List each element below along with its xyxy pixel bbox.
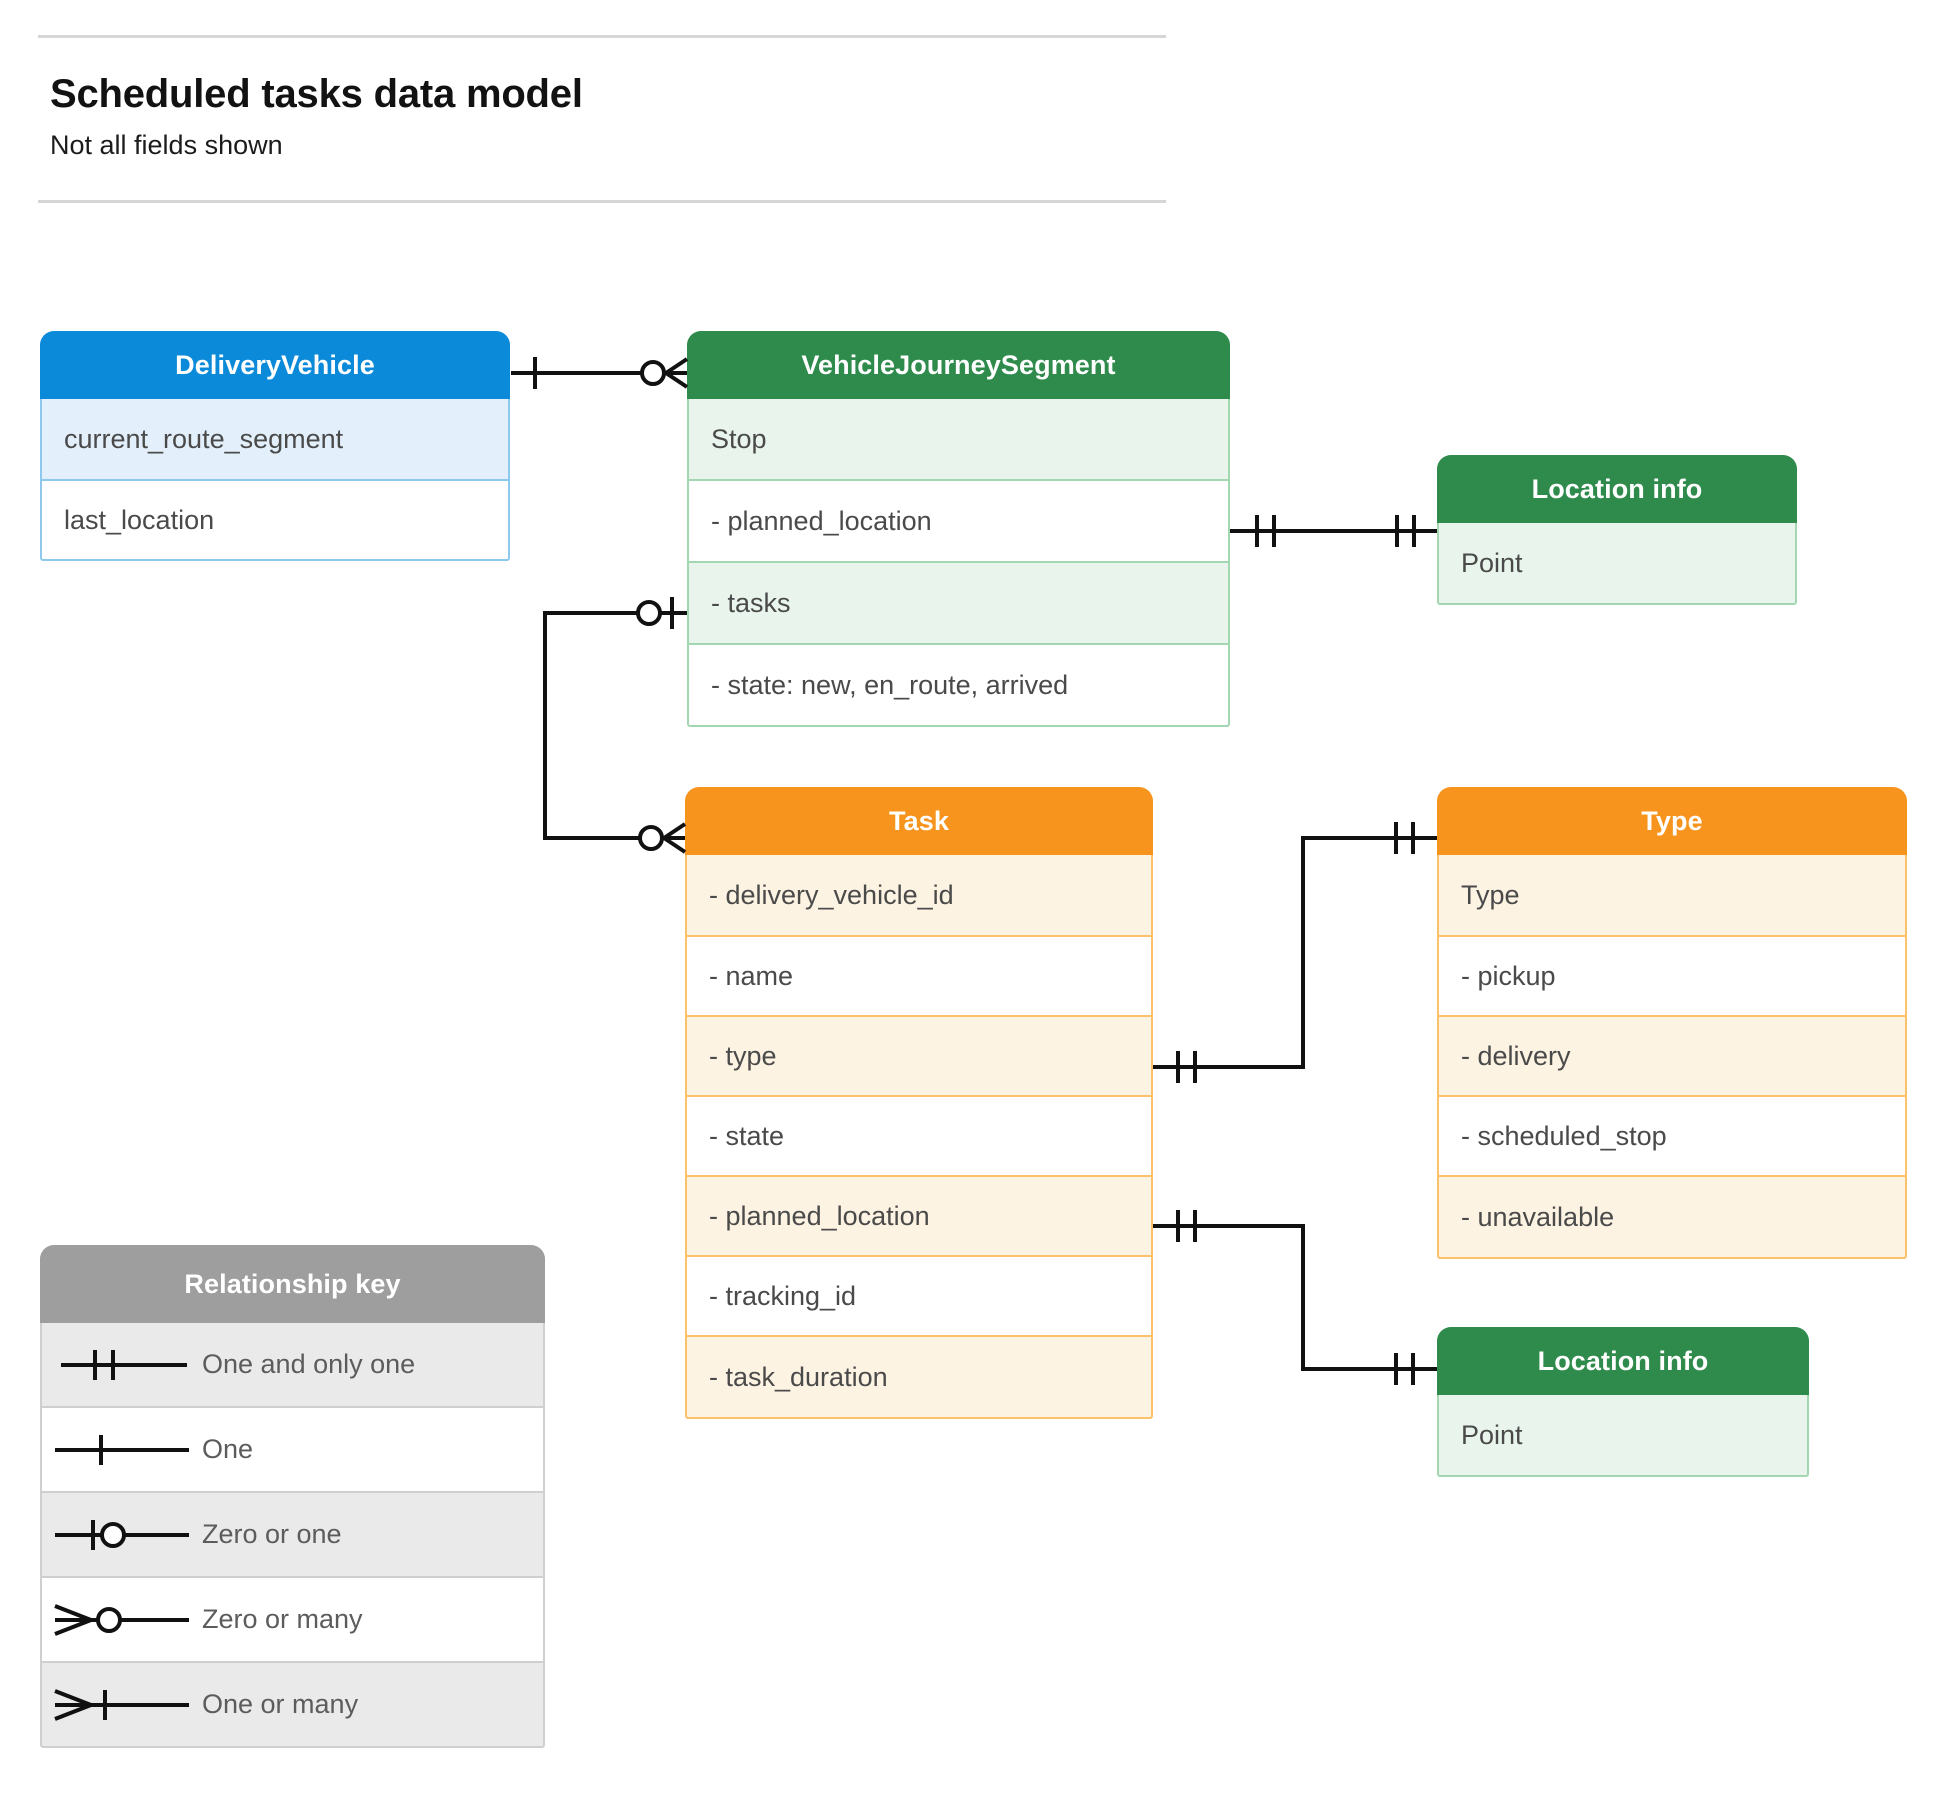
connector-task-type-type: [1153, 822, 1437, 1083]
entity-row: last_location: [40, 481, 510, 561]
header-divider-bottom: [38, 200, 1166, 203]
entity-row: - name: [685, 937, 1153, 1017]
header-divider-top: [38, 35, 1166, 38]
entity-title-type: Type: [1437, 787, 1907, 855]
entity-row: - task_duration: [685, 1337, 1153, 1419]
connector-task-plannedlocation-locationinfo: [1153, 1210, 1437, 1385]
entity-task[interactable]: Task - delivery_vehicle_id - name - type…: [685, 787, 1153, 1419]
entity-row: - type: [685, 1017, 1153, 1097]
page-title: Scheduled tasks data model: [50, 72, 583, 116]
entity-row: - pickup: [1437, 937, 1907, 1017]
entity-type[interactable]: Type Type - pickup - delivery - schedule…: [1437, 787, 1907, 1259]
entity-delivery-vehicle[interactable]: DeliveryVehicle current_route_segment la…: [40, 331, 510, 561]
entity-row: - planned_location: [685, 1177, 1153, 1257]
entity-title-task: Task: [685, 787, 1153, 855]
one-and-only-one-icon: [42, 1345, 202, 1385]
connector-vjs-plannedlocation-locationinfo: [1230, 515, 1437, 547]
entity-title-delivery-vehicle: DeliveryVehicle: [40, 331, 510, 399]
legend-item: One: [40, 1408, 545, 1493]
legend-item-label: Zero or one: [202, 1519, 342, 1549]
entity-row: - scheduled_stop: [1437, 1097, 1907, 1177]
legend-item: One or many: [40, 1663, 545, 1748]
legend-item: Zero or many: [40, 1578, 545, 1663]
entity-row: Point: [1437, 523, 1797, 605]
entity-row: - delivery: [1437, 1017, 1907, 1097]
one-icon: [42, 1430, 202, 1470]
connector-deliveryvehicle-vehiclejourneysegment: [511, 357, 689, 389]
page-subtitle: Not all fields shown: [50, 130, 283, 160]
connector-vjs-tasks-task: [543, 597, 687, 854]
legend-item-label: One and only one: [202, 1349, 416, 1379]
legend-item: One and only one: [40, 1323, 545, 1408]
entity-title-vehicle-journey-segment: VehicleJourneySegment: [687, 331, 1230, 399]
zero-or-many-icon: [42, 1600, 202, 1640]
legend-item-label: One: [202, 1434, 254, 1464]
entity-row: Type: [1437, 855, 1907, 937]
legend-item-label: One or many: [202, 1689, 359, 1719]
entity-row: - state: [685, 1097, 1153, 1177]
relationship-key-legend: Relationship key One and only one One: [40, 1245, 545, 1748]
entity-row: Point: [1437, 1395, 1809, 1477]
legend-title: Relationship key: [40, 1245, 545, 1323]
entity-row: Stop: [687, 399, 1230, 481]
entity-row: - state: new, en_route, arrived: [687, 645, 1230, 727]
legend-item-label: Zero or many: [202, 1604, 363, 1634]
entity-row: - tasks: [687, 563, 1230, 645]
legend-item: Zero or one: [40, 1493, 545, 1578]
one-or-many-icon: [42, 1685, 202, 1725]
entity-title-location-info: Location info: [1437, 455, 1797, 523]
entity-vehicle-journey-segment[interactable]: VehicleJourneySegment Stop - planned_loc…: [687, 331, 1230, 727]
entity-row: - unavailable: [1437, 1177, 1907, 1259]
entity-row: - delivery_vehicle_id: [685, 855, 1153, 937]
entity-location-info-top[interactable]: Location info Point: [1437, 455, 1797, 605]
zero-or-one-icon: [42, 1515, 202, 1555]
entity-location-info-bottom[interactable]: Location info Point: [1437, 1327, 1809, 1477]
entity-row: - tracking_id: [685, 1257, 1153, 1337]
entity-title-location-info: Location info: [1437, 1327, 1809, 1395]
entity-row: - planned_location: [687, 481, 1230, 563]
entity-row: current_route_segment: [40, 399, 510, 481]
